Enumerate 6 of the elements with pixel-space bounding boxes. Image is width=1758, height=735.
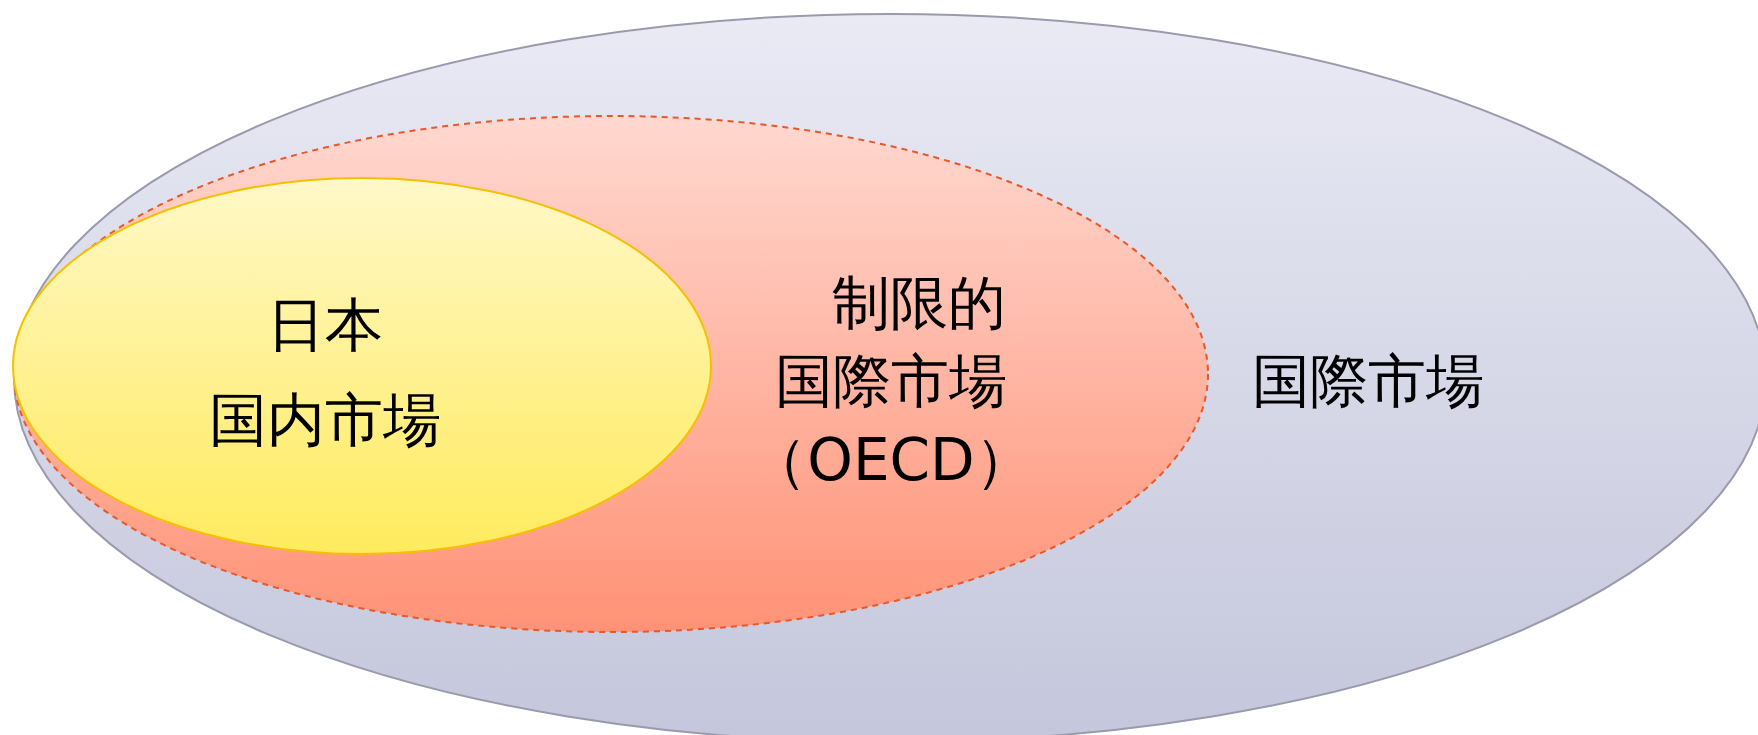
market-label: （OECD） bbox=[749, 431, 1033, 489]
market-label: 国内市場 bbox=[209, 391, 441, 449]
market-label: 国際市場 bbox=[775, 352, 1007, 410]
market-label: 日本 bbox=[267, 296, 383, 354]
market-label: 制限的 bbox=[832, 274, 1006, 332]
market-label: 国際市場 bbox=[1252, 352, 1484, 410]
